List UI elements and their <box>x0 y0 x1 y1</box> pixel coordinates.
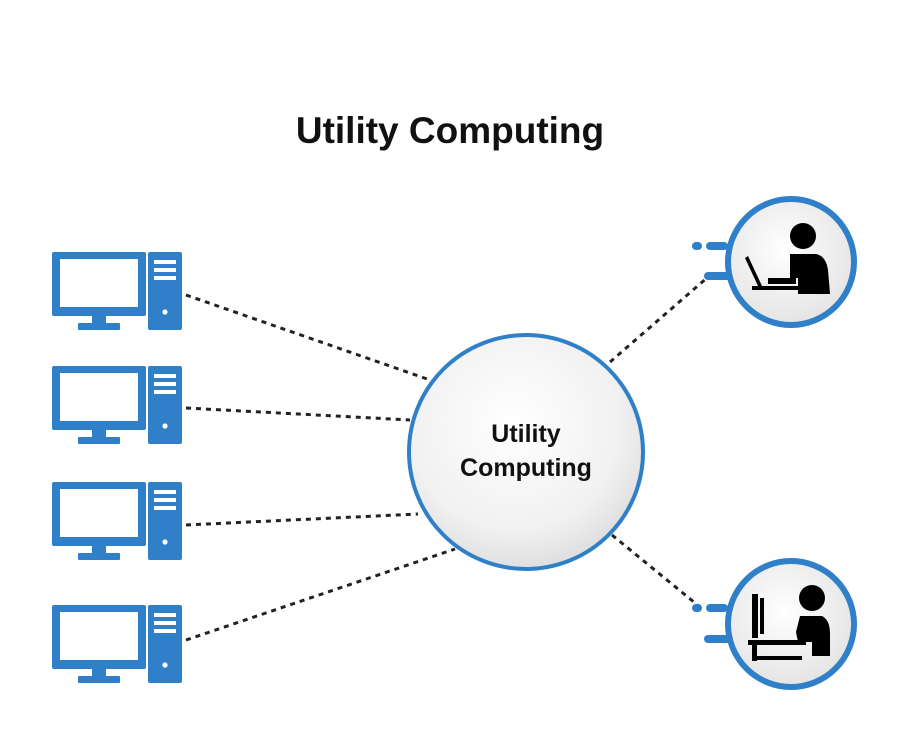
connector-tab <box>704 635 732 643</box>
connector-line <box>609 275 709 364</box>
connector-tab <box>706 242 728 250</box>
connector-line <box>185 512 419 527</box>
person-desktop-icon <box>748 585 830 661</box>
desktop-computer-icon <box>52 366 182 444</box>
user-circle <box>725 558 857 690</box>
client-connectors <box>185 293 456 642</box>
desktop-computer-icon <box>52 482 182 560</box>
page-title: Utility Computing <box>296 110 604 151</box>
connector-tab <box>692 604 702 612</box>
connector-tab <box>706 604 728 612</box>
hub-label-line1: Utility <box>491 420 561 448</box>
person-laptop-icon <box>745 223 830 294</box>
user-node-bottom <box>692 558 857 690</box>
desktop-computer-icon <box>52 605 182 683</box>
user-node-top <box>692 196 857 328</box>
user-connectors <box>609 275 709 609</box>
desktop-computer-icon <box>52 252 182 330</box>
hub-circle <box>407 333 645 571</box>
connector-tab <box>692 242 702 250</box>
connector-line <box>185 406 411 422</box>
client-computers <box>52 252 182 683</box>
hub-label-line2: Computing <box>460 454 592 482</box>
connector-line <box>611 533 701 609</box>
central-hub: Utility Computing <box>407 333 645 571</box>
connector-line <box>185 547 456 642</box>
connector-tab <box>704 272 732 280</box>
connector-line <box>185 293 431 382</box>
